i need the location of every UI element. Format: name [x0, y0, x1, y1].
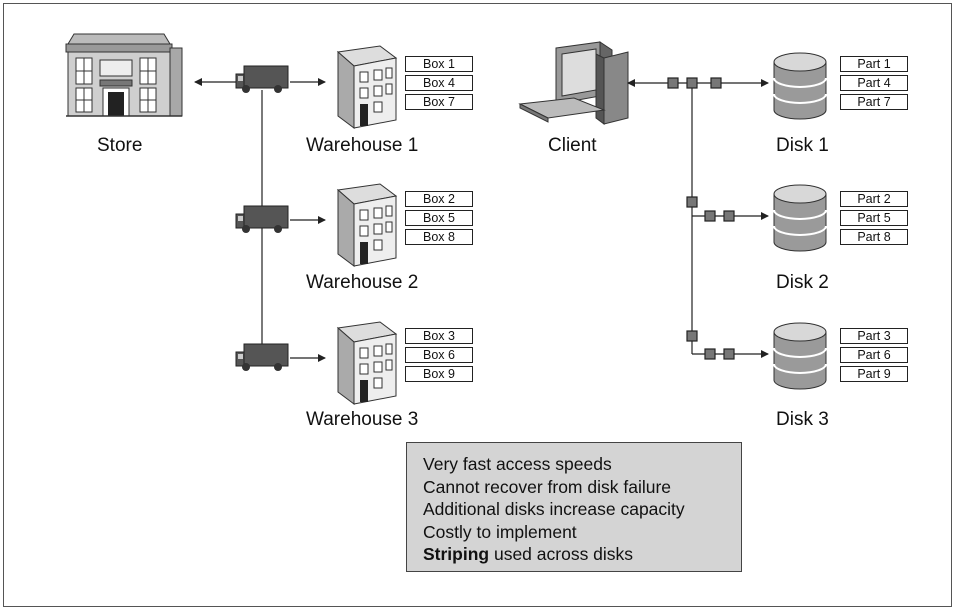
warehouse-label: Warehouse 1 — [306, 135, 419, 156]
store-label: Store — [97, 135, 143, 156]
note-line: Additional disks increase capacity — [423, 499, 685, 519]
part-tag: Part 8 — [840, 229, 908, 245]
note-line: Cannot recover from disk failure — [423, 476, 672, 497]
computer-icon — [518, 41, 629, 125]
disk-label: Disk 3 — [776, 409, 829, 430]
part-tag: Part 9 — [840, 366, 908, 382]
warehouse-label: Warehouse 3 — [306, 409, 419, 430]
box-tag: Box 5 — [405, 210, 473, 226]
disk-icon — [773, 52, 827, 120]
truck-icon — [235, 205, 289, 233]
part-tag: Part 6 — [840, 347, 908, 363]
part-tag: Part 5 — [840, 210, 908, 226]
store-icon — [65, 33, 183, 117]
note-line-rest: used across disks — [489, 544, 634, 564]
part-tag: Part 2 — [840, 191, 908, 207]
warehouse-icon — [336, 183, 398, 267]
network-nodes — [667, 77, 735, 360]
warehouse-icon — [336, 321, 398, 405]
box-tag: Box 6 — [405, 347, 473, 363]
truck-icon — [235, 343, 289, 371]
warehouse-label: Warehouse 2 — [306, 272, 419, 293]
note-bold-term: Striping — [423, 544, 490, 564]
warehouse-icon — [336, 45, 398, 129]
disk-icon — [773, 184, 827, 252]
box-tag: Box 7 — [405, 94, 473, 110]
note-line: Striping used across disks — [423, 543, 741, 566]
disk-label: Disk 1 — [776, 135, 829, 156]
part-tag: Part 1 — [840, 56, 908, 72]
client-label: Client — [548, 135, 597, 156]
notes-box: Very fast access speeds Cannot recover f… — [406, 442, 742, 572]
box-tag: Box 1 — [405, 56, 473, 72]
disk-label: Disk 2 — [776, 272, 829, 293]
note-line: Costly to implement — [423, 521, 577, 542]
box-tag: Box 2 — [405, 191, 473, 207]
part-tag: Part 7 — [840, 94, 908, 110]
box-tag: Box 9 — [405, 366, 473, 382]
part-tag: Part 3 — [840, 328, 908, 344]
part-tag: Part 4 — [840, 75, 908, 91]
box-tag: Box 3 — [405, 328, 473, 344]
box-tag: Box 8 — [405, 229, 473, 245]
client-network-lines — [627, 79, 769, 358]
note-line: Very fast access speeds — [423, 454, 612, 474]
box-tag: Box 4 — [405, 75, 473, 91]
disk-icon — [773, 322, 827, 390]
truck-icon — [235, 65, 289, 93]
